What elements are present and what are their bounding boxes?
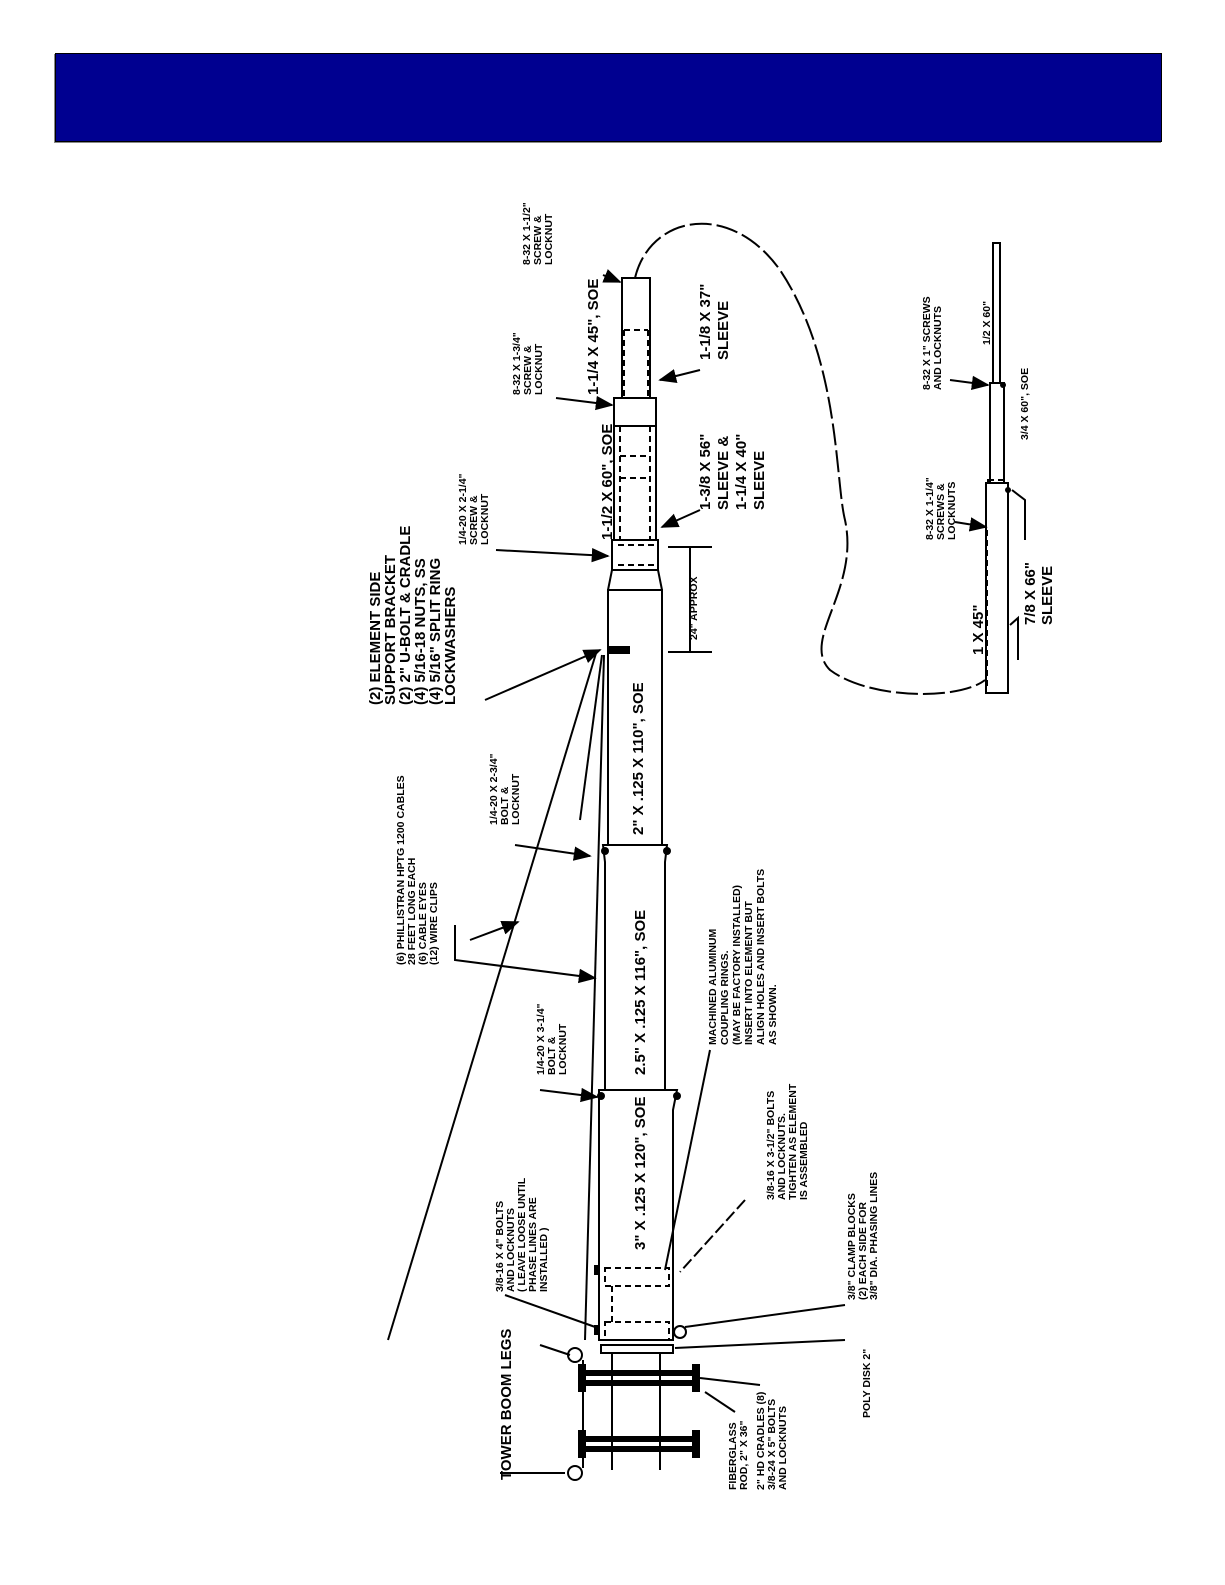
bolt-marker (663, 847, 671, 855)
detail-tube-sec2 (989, 382, 1005, 484)
callout-bolt-2-3: 1/4-20 X 2-3/4" BOLT & LOCKNUT (488, 751, 522, 825)
support-cable-bracket (579, 654, 603, 821)
section-labels: 1-1/4 X 45", SOE 1-1/2 X 60", SOE 2" X .… (585, 279, 700, 1250)
detail-labels: 1/2 X 60" 3/4 X 60", SOE 1 X 45" 7/8 X 6… (921, 293, 1056, 655)
callout-leaders (454, 269, 846, 1474)
sleeve-1-dash (623, 329, 649, 398)
cradle-upper (578, 1364, 700, 1392)
callout-cables: (6) PHILLISTRAN HPTG 1200 CABLES 28 FEET… (395, 772, 440, 965)
tube-sec5 (598, 1089, 679, 1341)
callout-poly-disk: POLY DISK 2" (861, 1349, 873, 1418)
detail-element (949, 242, 1026, 694)
bolt-head (594, 1325, 600, 1335)
callout-tower-boom: TOWER BOOM LEGS (498, 1329, 515, 1480)
sleeve-2-dash (619, 426, 651, 568)
callout-detail-screw-2: 8-32 X 1-1/4" SCREWS & LOCKNUTS (924, 474, 958, 540)
label-sleeve-1: 1-1/8 X 37" SLEEVE (697, 280, 732, 361)
callout-screw-2: 8-32 X 1-3/4" SCREW & LOCKNUT (511, 329, 545, 395)
label-dimension: 24" APPROX (688, 576, 700, 640)
coupling-tip (613, 397, 657, 427)
label-sec3: 2" X .125 X 110", SOE (630, 682, 647, 835)
callout-coupling: MACHINED ALUMINUM COUPLING RINGS. (MAY B… (707, 866, 779, 1045)
callout-bracket: (2) ELEMENT SIDE SUPPORT BRACKET (2) 2" … (367, 522, 459, 706)
sleeve-labels: 1-1/8 X 37" SLEEVE 1-3/8 X 56" SLEEVE & … (697, 280, 768, 511)
dimension-line (668, 546, 712, 653)
callout-screw-3: 1/4-20 X 2-1/4" SCREW & LOCKNUT (457, 471, 491, 545)
tube-sec2 (613, 425, 657, 545)
label-sec4: 2.5" X .125 X 116", SOE (632, 910, 649, 1075)
label-detail-sleeve: 7/8 X 66" SLEEVE (1022, 558, 1056, 625)
support-cable (387, 649, 598, 1341)
tube-tip (621, 277, 651, 399)
bracket-block (608, 646, 630, 654)
callout-clamp-blocks: 3/8" CLAMP BLOCKS (2) EACH SIDE FOR 3/8"… (846, 1172, 880, 1300)
callout-cradles: 2" HD CRADLES (8) 3/8-24 X 5" BOLTS AND … (755, 1389, 789, 1490)
label-sec5: 3" X .125 X 120", SOE (632, 1097, 649, 1250)
callout-bolt-3-4: 1/4-20 X 3-1/4" BOLT & LOCKNUT (535, 1001, 569, 1075)
bolt-marker (1000, 382, 1006, 388)
taper-sec2 (607, 569, 663, 591)
header-bar (55, 53, 1162, 142)
detail-tube-tip (992, 242, 1001, 384)
bolt-marker (1005, 487, 1011, 493)
label-sec2: 1-1/2 X 60", SOE (599, 424, 616, 540)
bolt-head (594, 1265, 600, 1275)
cradle-lower (578, 1430, 700, 1458)
bolt-marker (673, 1092, 681, 1100)
coupling-ring-lower (604, 1321, 670, 1341)
support-cable-inner (584, 654, 605, 1341)
main-element (567, 277, 700, 1481)
label-detail-tip: 1/2 X 60" (981, 301, 993, 345)
callout-bolts-3-8: 3/8-16 X 3-1/2" BOLTS AND LOCKNUTS. TIGH… (765, 1081, 810, 1200)
detail-tube-sec3 (985, 482, 1009, 694)
callout-bolts-4in: 3/8-16 X 4" BOLTS AND LOCKNUTS ( LEAVE L… (494, 1175, 550, 1292)
label-detail-sec3: 1 X 45" (970, 605, 987, 655)
phase-loop-cable (634, 222, 986, 695)
bolt-marker (601, 847, 609, 855)
callout-fiberglass: FIBERGLASS ROD, 2" X 36" (727, 1419, 750, 1490)
label-sleeve-2: 1-3/8 X 56" SLEEVE & 1-1/4 X 40" SLEEVE (697, 430, 768, 511)
callout-detail-screw-1: 8-32 X 1" SCREWS AND LOCKNUTS (921, 293, 944, 390)
sleeve-end-dash (618, 544, 654, 566)
label-sec-tip: 1-1/4 X 45", SOE (585, 279, 602, 395)
bolt-marker (597, 1092, 605, 1100)
boom-leg-eye-lower (567, 1465, 583, 1481)
boom-leg-eye-upper (567, 1347, 583, 1363)
poly-disk (600, 1344, 674, 1354)
tube-sec3 (607, 589, 663, 846)
callout-screw-tip: 8-32 X 1-1/2" SCREW & LOCKNUT (521, 199, 555, 265)
clamp-block (673, 1325, 687, 1339)
coupling-ring-upper (604, 1267, 670, 1287)
label-detail-sec2: 3/4 X 60", SOE (1019, 368, 1031, 440)
callout-labels: 8-32 X 1-1/2" SCREW & LOCKNUT 8-32 X 1-3… (367, 199, 880, 1490)
